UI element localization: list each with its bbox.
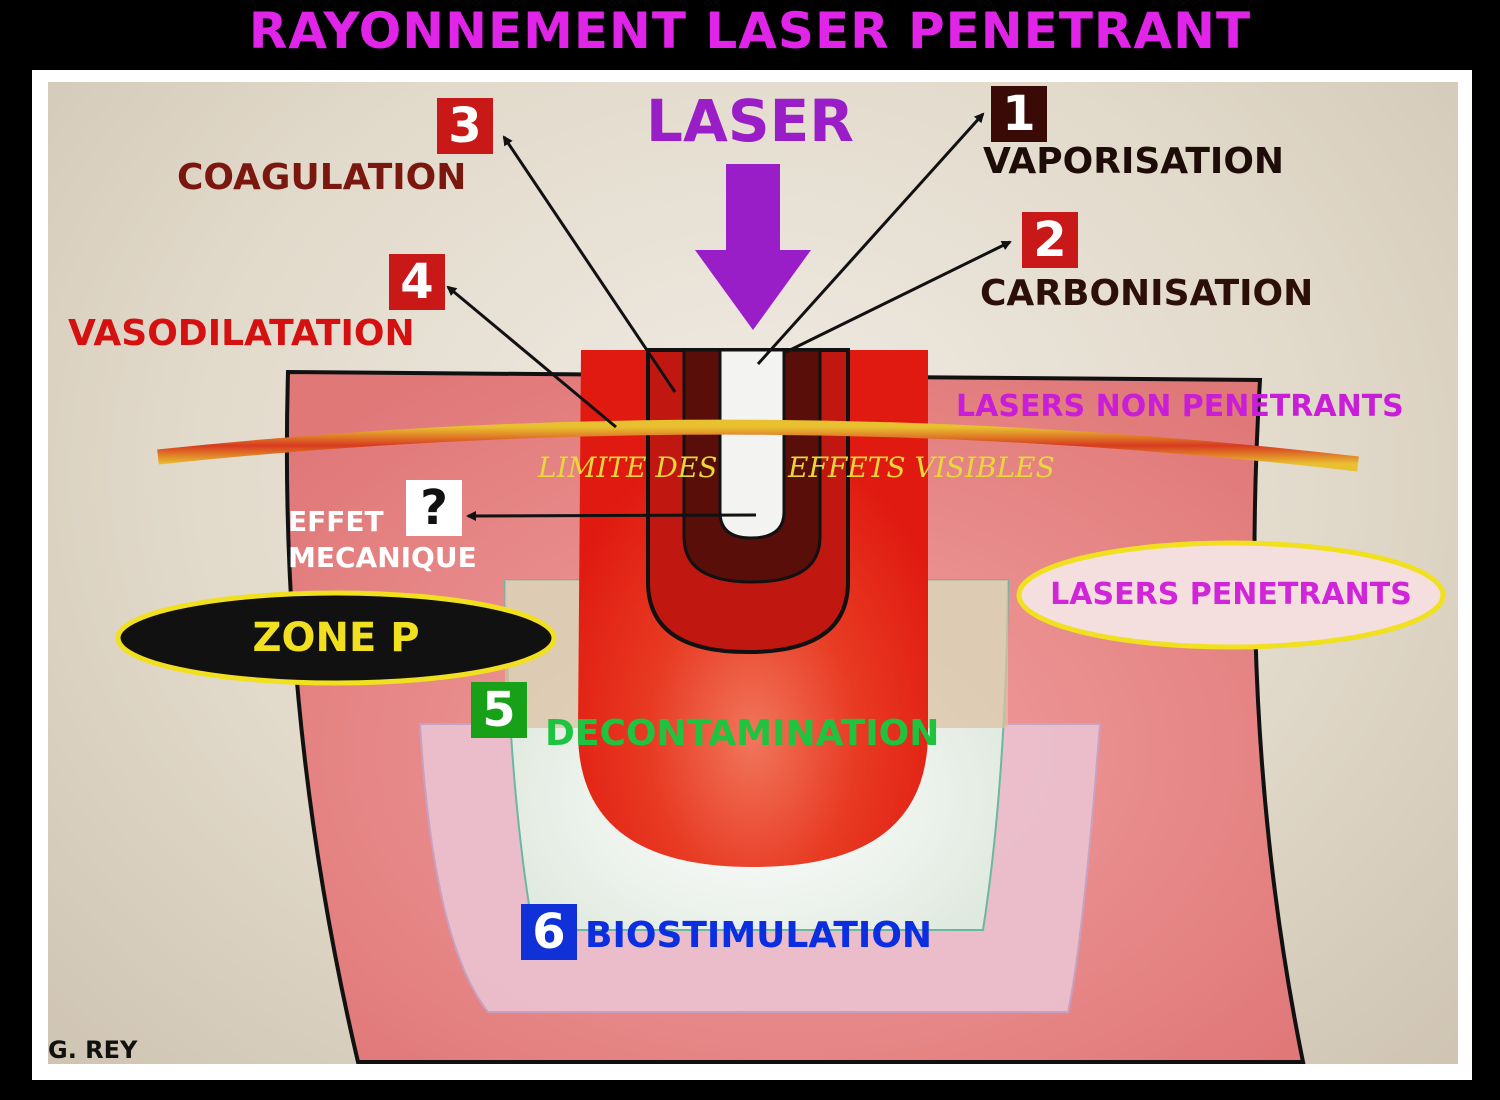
zone-p-ellipse — [115, 590, 557, 686]
lasers-penetrants-ellipse — [1016, 540, 1446, 650]
visible-effects-limit-band — [157, 419, 1359, 472]
lasers-penetrants-label: LASERS PENETRANTS — [1050, 577, 1412, 612]
mecanique-label: MECANIQUE — [288, 541, 477, 574]
vaporisation-channel — [718, 348, 786, 540]
limite-des-label: LIMITE DES — [538, 451, 718, 484]
arrow-vaporisation — [756, 112, 985, 366]
badge-1: 1 — [991, 86, 1047, 142]
effet-label: EFFET — [288, 505, 384, 538]
zone-p-label: ZONE P — [252, 615, 420, 661]
badge-2: 2 — [1022, 212, 1078, 268]
lasers-non-penetrants-label: LASERS NON PENETRANTS — [956, 389, 1404, 424]
decontamination-label: DECONTAMINATION — [545, 713, 940, 754]
author-signature: G. REY — [48, 1036, 138, 1064]
effets-visibles-label: EFFETS VISIBLES — [788, 451, 1055, 484]
laser-arrow — [695, 164, 811, 330]
laser-label: LASER — [646, 87, 854, 155]
arrow-vasodilatation — [446, 285, 617, 429]
arrow-effet-mecanique — [466, 510, 757, 521]
biostimulation-label: BIOSTIMULATION — [585, 915, 933, 956]
arrow-coagulation — [502, 135, 677, 393]
badge-question: ? — [406, 480, 462, 536]
carbonisation-label: CARBONISATION — [980, 273, 1314, 314]
diagram-panel: LASER 1 VAPORISATION 2 CARBONISATION 3 C… — [48, 82, 1458, 1064]
vaporisation-label: VAPORISATION — [983, 141, 1285, 182]
badge-4: 4 — [389, 254, 445, 310]
badge-6: 6 — [521, 904, 577, 960]
arrow-carbonisation — [785, 240, 1012, 354]
badge-5: 5 — [471, 682, 527, 738]
badge-3: 3 — [437, 98, 493, 154]
coagulation-label: COAGULATION — [177, 157, 467, 198]
diagram-title: RAYONNEMENT LASER PENETRANT — [248, 2, 1252, 60]
vasodilatation-label: VASODILATATION — [68, 313, 415, 354]
tissue-illustration — [115, 112, 1446, 1064]
